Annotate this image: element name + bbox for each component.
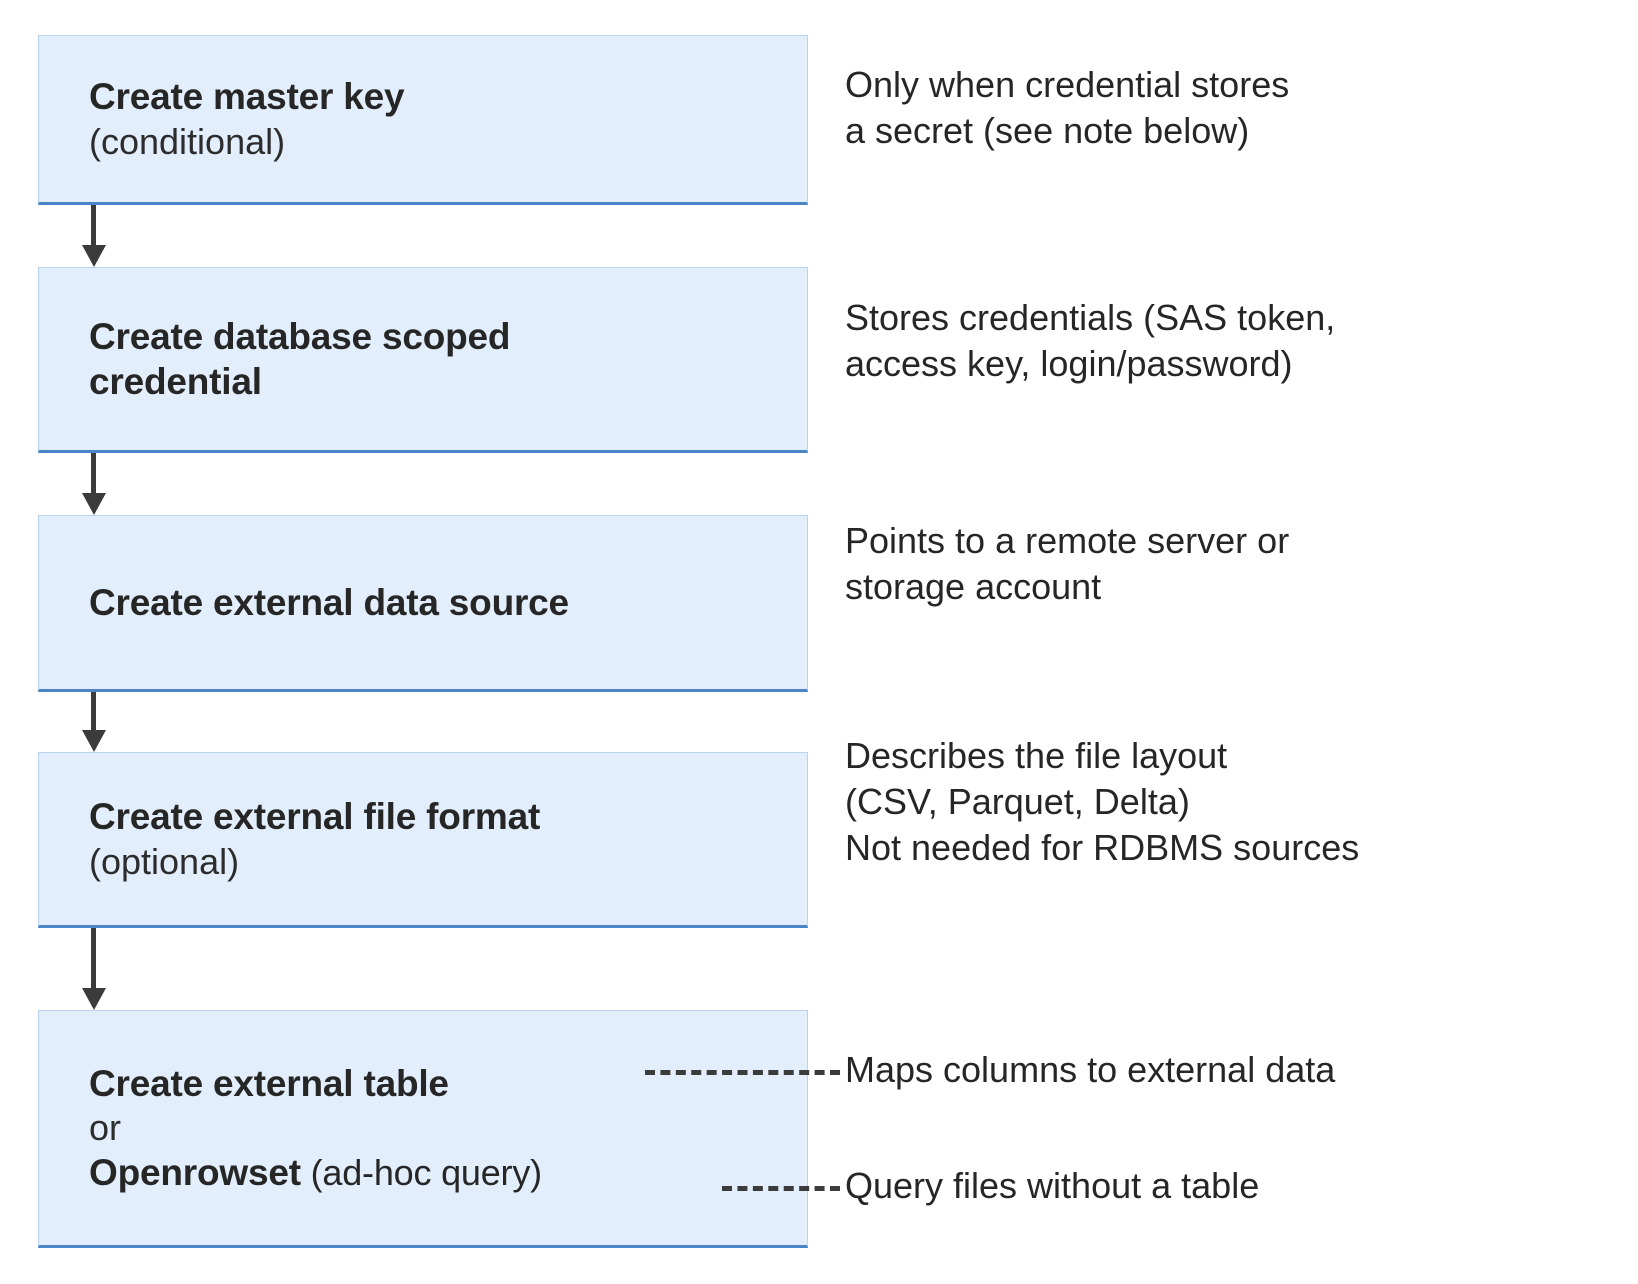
arrow-shaft bbox=[91, 453, 96, 493]
note-scoped-credential: Stores credentials (SAS token, access ke… bbox=[845, 297, 1336, 385]
step-text-external-file-format: Create external file format (optional) bbox=[39, 794, 807, 883]
arrow-down-icon-3 bbox=[82, 692, 106, 752]
dashed-connector-openrowset bbox=[722, 1186, 840, 1191]
step-text-external-data-source: Create external data source bbox=[39, 580, 807, 625]
step-title-master-key: Create master key bbox=[89, 76, 405, 118]
step-title-external-table: Create external table bbox=[89, 1062, 449, 1104]
dashed-connector-external-table bbox=[645, 1070, 840, 1075]
note-external-table: Maps columns to external data bbox=[845, 1049, 1336, 1090]
note-openrowset: Query files without a table bbox=[845, 1165, 1260, 1206]
arrow-shaft bbox=[91, 692, 96, 730]
arrow-down-icon-4 bbox=[82, 928, 106, 1010]
step-title-openrowset-suffix: (ad-hoc query) bbox=[300, 1151, 543, 1193]
step-title-scoped-credential: Create database scoped credential bbox=[89, 315, 511, 402]
arrow-head bbox=[82, 988, 106, 1010]
arrow-shaft bbox=[91, 928, 96, 988]
arrow-down-icon-2 bbox=[82, 453, 106, 515]
step-box-external-table-or-openrowset[interactable]: Create external table or Openrowset (ad-… bbox=[38, 1010, 808, 1248]
step-box-scoped-credential[interactable]: Create database scoped credential bbox=[38, 267, 808, 453]
arrow-head bbox=[82, 245, 106, 267]
step-box-external-file-format[interactable]: Create external file format (optional) bbox=[38, 752, 808, 928]
step-title-openrowset-label: Openrowset bbox=[89, 1151, 301, 1193]
step-subtitle-master-key: (conditional) bbox=[89, 120, 286, 162]
arrow-down-icon-1 bbox=[82, 205, 106, 267]
step-box-master-key[interactable]: Create master key (conditional) bbox=[38, 35, 808, 205]
step-text-scoped-credential: Create database scoped credential bbox=[39, 314, 807, 404]
note-master-key: Only when credential stores a secret (se… bbox=[845, 64, 1290, 152]
note-external-data-source: Points to a remote server or storage acc… bbox=[845, 520, 1290, 608]
arrow-head bbox=[82, 730, 106, 752]
step-title-external-file-format: Create external file format bbox=[89, 796, 541, 838]
step-title-external-data-source: Create external data source bbox=[89, 581, 569, 623]
arrow-head bbox=[82, 493, 106, 515]
step-title-openrowset: Openrowset (ad-hoc query) bbox=[89, 1150, 807, 1195]
step-text-master-key: Create master key (conditional) bbox=[39, 74, 807, 163]
step-text-external-table-or-openrowset: Create external table or Openrowset (ad-… bbox=[39, 1061, 807, 1195]
step-box-external-data-source[interactable]: Create external data source bbox=[38, 515, 808, 692]
note-external-file-format: Describes the file layout (CSV, Parquet,… bbox=[845, 735, 1360, 869]
arrow-shaft bbox=[91, 205, 96, 245]
step-subtitle-external-file-format: (optional) bbox=[89, 840, 240, 882]
step-separator-or: or bbox=[89, 1107, 122, 1149]
